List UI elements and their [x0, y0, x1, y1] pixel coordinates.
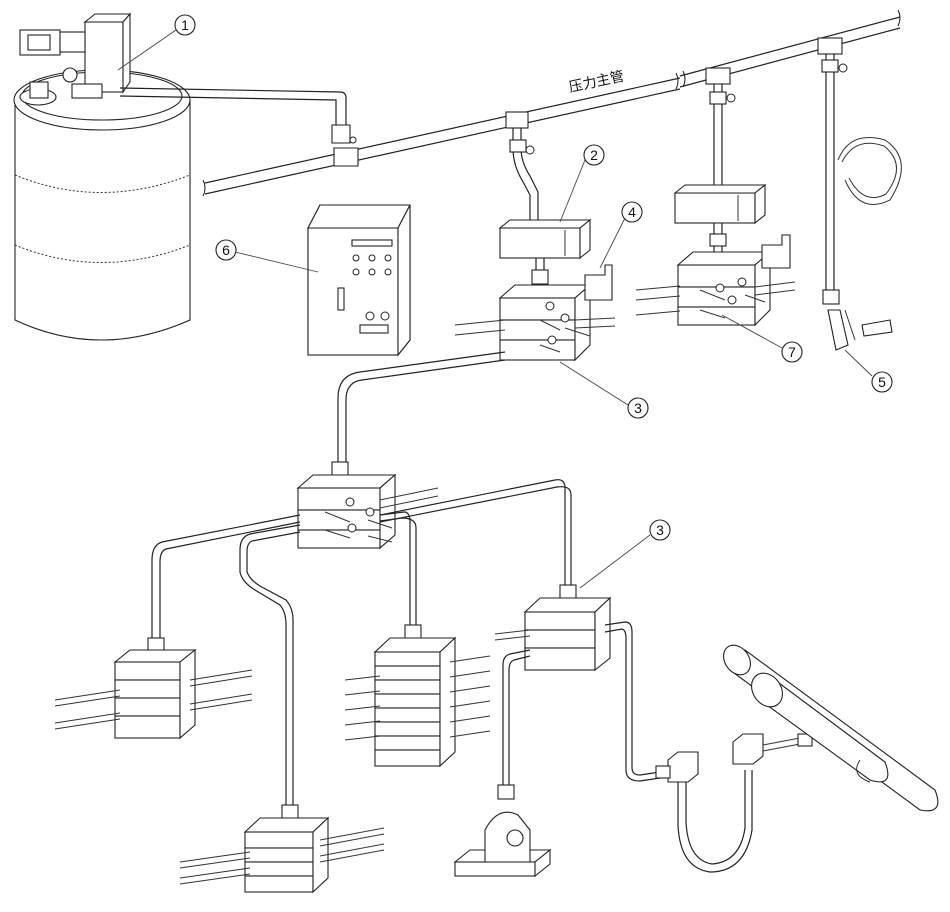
callout-6: [215, 239, 237, 261]
roller-fitting-right: [732, 733, 764, 765]
svg-text:4: 4: [628, 204, 636, 220]
distributor-block-lower-left: [113, 637, 197, 740]
svg-text:7: 7: [788, 344, 796, 360]
callout-1-label: 1: [181, 17, 189, 33]
callout-4: [621, 201, 643, 223]
distributor-block-bottom: [243, 804, 330, 894]
control-cabinet-6: [307, 204, 411, 357]
roller-fitting-left: [655, 751, 699, 783]
main-pressure-pipe: [202, 9, 901, 197]
distributor-valve-middle: [296, 473, 397, 550]
svg-text:2: 2: [590, 147, 598, 163]
distributor-valve-3-upper: [498, 283, 592, 362]
svg-text:6: 6: [222, 242, 230, 258]
callout-2: [583, 144, 605, 166]
callout-3-lower: [649, 519, 671, 541]
callout-1: [174, 14, 196, 36]
callout-5: [871, 371, 893, 393]
distributor-valve-3-lower: [523, 584, 612, 672]
pump-unit: [19, 12, 132, 99]
distributor-block-tall: [373, 624, 457, 768]
distributor-valve-right: [676, 250, 772, 327]
solenoid-valve-2: [498, 218, 592, 260]
callout-7: [781, 341, 803, 363]
roller-shaft: [723, 644, 939, 812]
solenoid-valve-right: [673, 183, 767, 225]
callout-3-upper: [627, 397, 649, 419]
svg-text:3: 3: [634, 400, 642, 416]
svg-text:5: 5: [878, 374, 886, 390]
pillow-block-bearing: [453, 811, 552, 878]
svg-text:3: 3: [656, 522, 664, 538]
grease-drum: [13, 67, 191, 341]
